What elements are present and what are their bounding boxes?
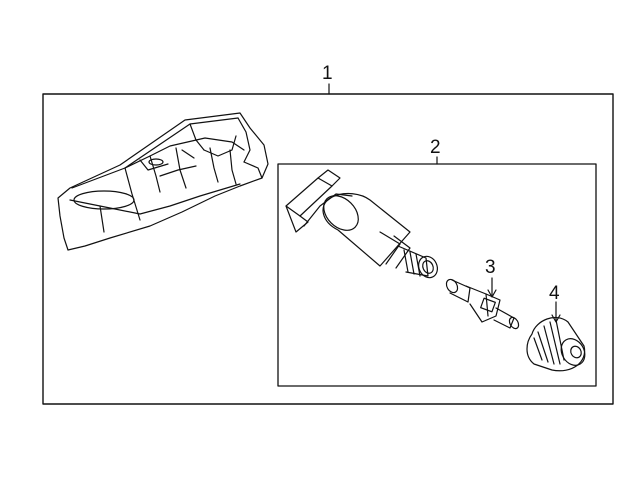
assembly-1-frame	[42, 93, 614, 405]
callout-2: 2	[430, 137, 441, 158]
callout-3: 3	[485, 257, 496, 278]
callout-4: 4	[549, 283, 560, 304]
tpms-sensor-body	[57, 112, 269, 251]
valve-cap	[526, 301, 586, 372]
valve-core	[445, 277, 520, 330]
callout-1: 1	[322, 63, 333, 84]
valve-kit-2-frame	[277, 163, 597, 387]
valve-stem	[285, 169, 438, 279]
